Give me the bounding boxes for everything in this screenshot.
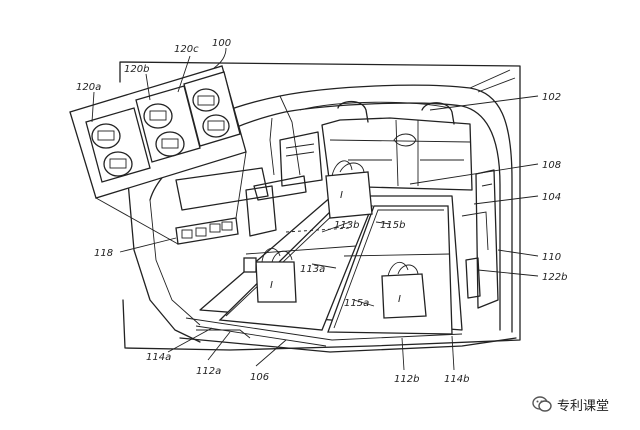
ref-label-102: 102 xyxy=(542,92,561,103)
ref-label-112a: 112a xyxy=(196,366,221,377)
ref-label-113a: 113a xyxy=(300,264,325,275)
ref-label-122b: 122b xyxy=(542,272,567,283)
wechat-logo-icon xyxy=(532,396,552,412)
figure-frame xyxy=(119,61,521,351)
ref-label-115b: 115b xyxy=(380,220,405,231)
switch-button-icon xyxy=(91,123,133,177)
ref-label-115a: 115a xyxy=(344,298,369,309)
mat-latch xyxy=(243,257,257,273)
switch-detail-inset xyxy=(69,65,247,245)
ref-label-118: 118 xyxy=(94,248,113,259)
ref-label-110: 110 xyxy=(542,252,561,263)
ref-label-114a: 114a xyxy=(146,352,171,363)
reference-labels: 100 120c 120b 120a 102 108 104 113b 115b… xyxy=(76,38,567,385)
bag-label: I xyxy=(270,280,273,291)
switch-button-icon xyxy=(192,88,230,138)
switch-button-icon xyxy=(143,103,185,157)
bag-label: I xyxy=(398,294,401,305)
right-quarter-trim xyxy=(461,169,499,309)
watermark: 专利课堂 xyxy=(532,393,632,415)
ref-label-100: 100 xyxy=(212,38,231,49)
ref-label-108: 108 xyxy=(542,160,561,171)
ref-label-114b: 114b xyxy=(444,374,469,385)
grocery-bag-front-right: I xyxy=(381,261,427,319)
left-quarter-trim xyxy=(175,131,323,237)
ref-label-113b: 113b xyxy=(334,220,359,231)
grocery-bag-rear: I xyxy=(325,160,373,219)
ref-label-104: 104 xyxy=(542,192,561,203)
watermark-text: 专利课堂 xyxy=(557,398,610,414)
ref-label-120b: 120b xyxy=(124,64,149,75)
switch-panel xyxy=(175,217,239,245)
grocery-bag-front-left: I xyxy=(255,247,297,303)
ref-label-120c: 120c xyxy=(174,44,199,55)
ref-label-120a: 120a xyxy=(76,82,101,93)
mat-fold-lines xyxy=(245,227,451,257)
bag-label: I xyxy=(340,190,343,201)
ref-label-112b: 112b xyxy=(394,374,419,385)
ref-label-106: 106 xyxy=(250,372,269,383)
leader-lines xyxy=(91,47,539,371)
rear-bumper xyxy=(179,329,517,353)
